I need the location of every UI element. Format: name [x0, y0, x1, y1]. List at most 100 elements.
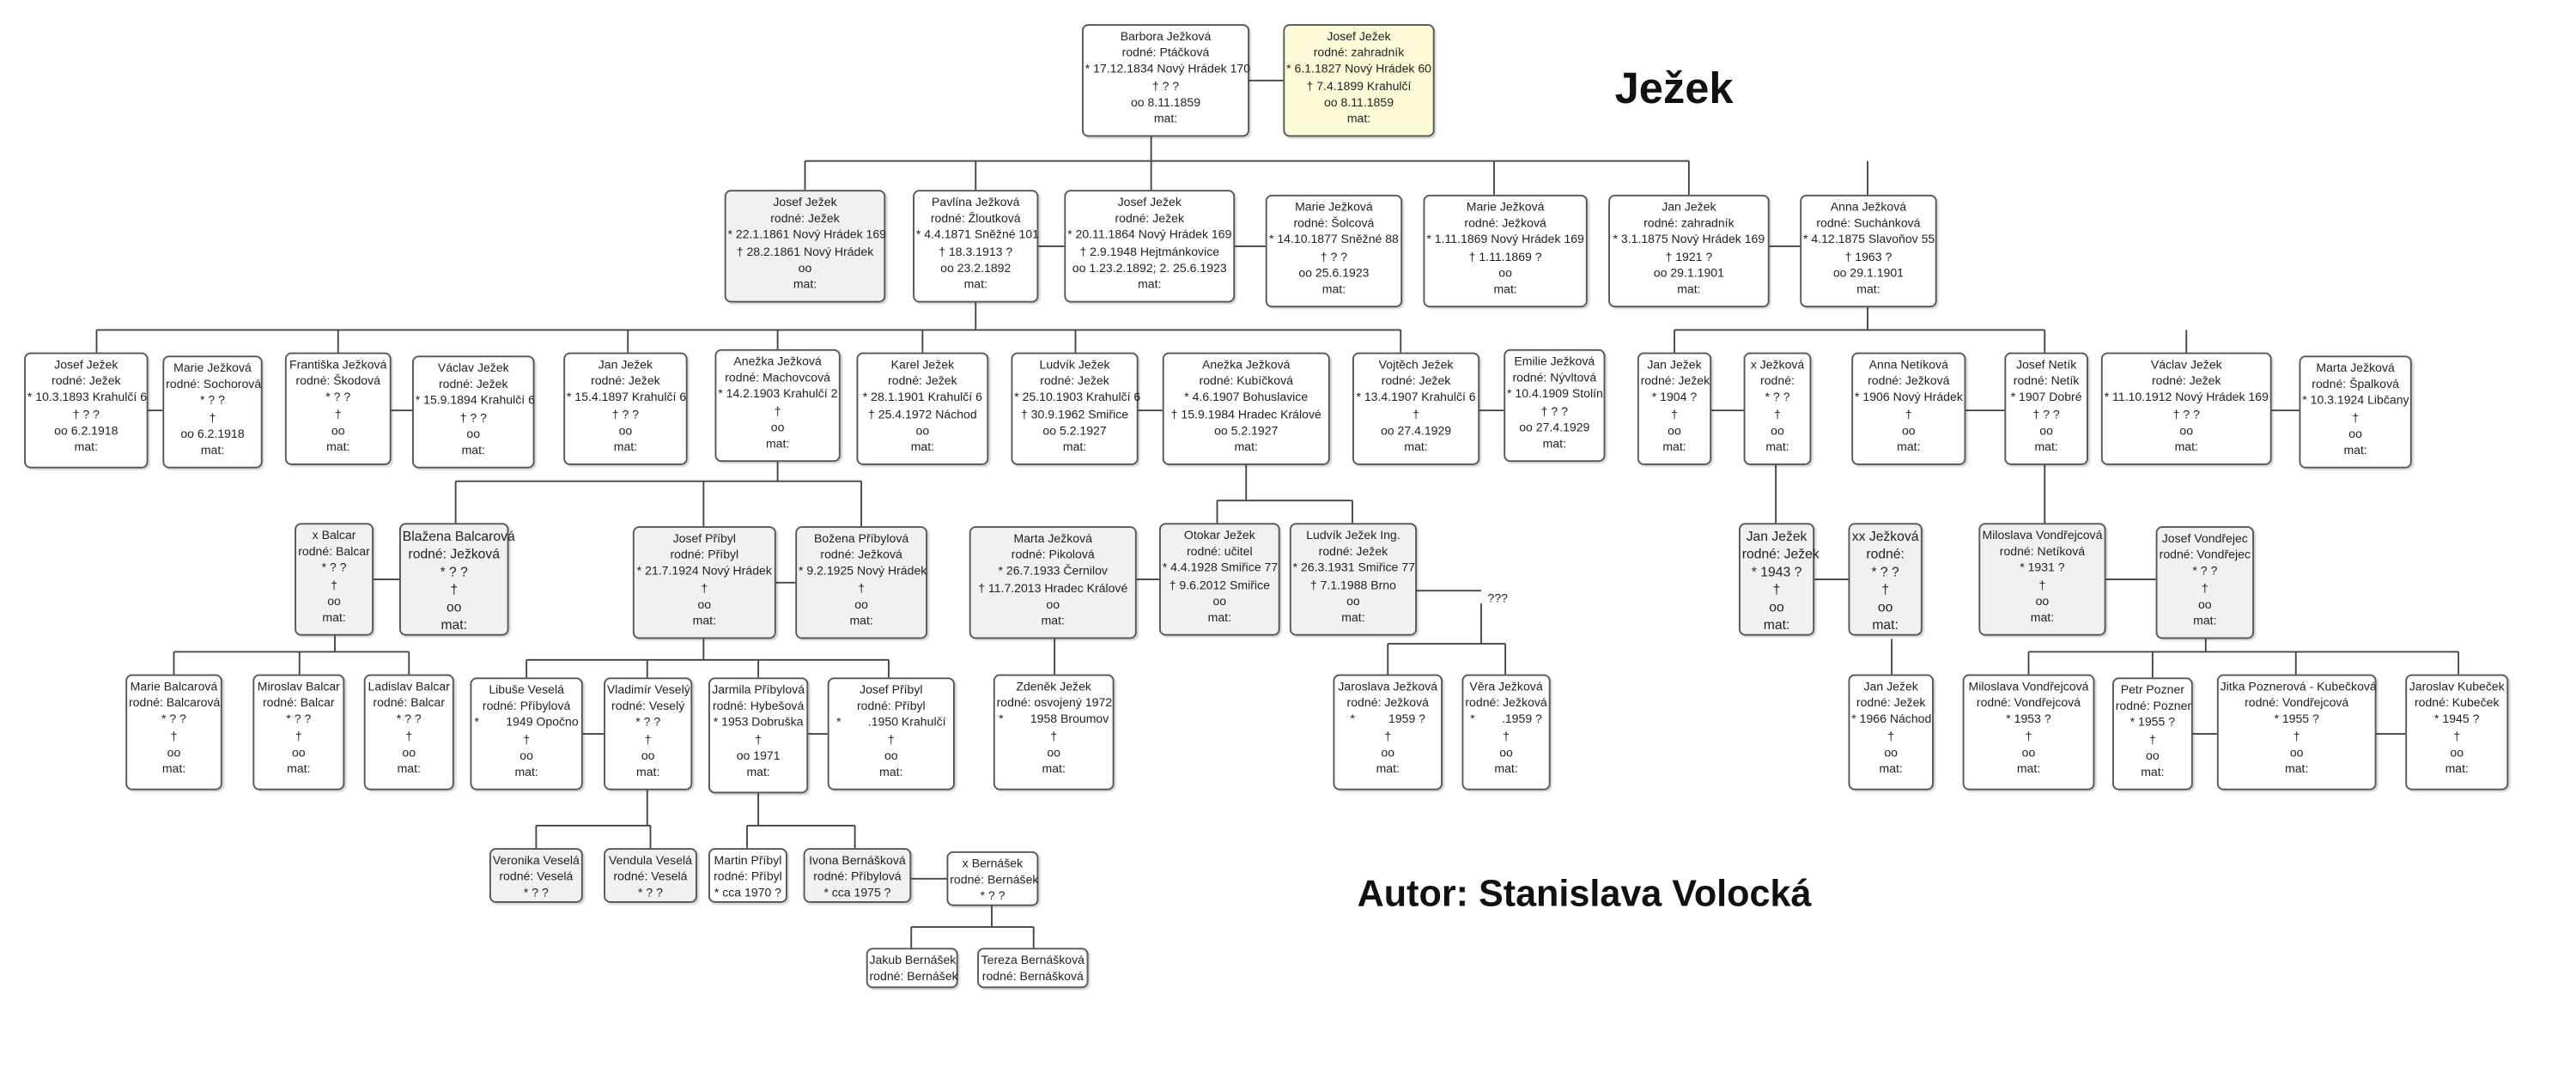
person-detail: * ? ? — [396, 712, 422, 727]
person-name: Vladimír Veselý — [606, 682, 690, 697]
person-detail: oo 6.2.1918 — [54, 422, 118, 438]
person-detail: * 10.3.1924 Libčany — [2302, 393, 2409, 409]
person-detail: mat: — [2285, 760, 2309, 776]
person-name: Tereza Bernášková — [981, 953, 1084, 967]
person-detail: † 18.3.1913 ? — [939, 244, 1013, 259]
person-box[interactable]: Tereza Bernášková rodné: Bernášková — [977, 948, 1089, 989]
person-name: Zdeněk Ježek — [1016, 679, 1091, 694]
person-detail: * 10.3.1893 Krahulčí 6 — [27, 390, 148, 405]
person-detail: * 25.10.1903 Krahulčí 6 — [1014, 390, 1141, 405]
person-detail: * 26.7.1933 Černilov — [998, 564, 1108, 578]
person-detail: oo 5.2.1927 — [1214, 422, 1279, 438]
person-detail: † 28.2.1861 Nový Hrádek — [736, 244, 874, 259]
person-detail: oo — [1769, 598, 1784, 615]
person-detail: rodné: Balcar — [262, 695, 335, 711]
author-caption: Autor: Stanislava Volocká — [1357, 872, 1812, 914]
person-detail: † — [1384, 728, 1392, 743]
person-detail: * 28.1.1901 Krahulčí 6 — [862, 390, 982, 405]
person-detail: rodné: Balcarová — [129, 695, 221, 711]
person-detail: rodné: Kubeček — [2414, 695, 2500, 711]
person-detail: oo — [915, 422, 930, 438]
person-box[interactable]: Ludvík Ježek Ing.rodné: Ježek* 26.3.1931… — [1289, 523, 1417, 636]
person-name: Jan Ježek — [598, 357, 653, 372]
person-detail: oo — [2289, 744, 2304, 760]
person-detail: rodné: Sochorová — [166, 377, 262, 392]
person-name: Věra Ježková — [1469, 679, 1543, 694]
person-detail: mat: — [692, 613, 716, 628]
person-detail: oo — [331, 422, 345, 438]
person-detail: rodné: Ježek — [591, 373, 660, 389]
person-detail: rodné: Ježek — [1640, 373, 1710, 389]
person-detail: mat: — [1042, 760, 1066, 776]
person-detail: * ? ? — [638, 886, 663, 900]
person-detail: † 30.9.1962 Smiřice — [1021, 406, 1129, 421]
person-name: Pavlína Ježková — [932, 194, 1020, 209]
person-detail: rodné: Bernášková — [981, 969, 1084, 984]
person-detail: mat: — [963, 276, 987, 292]
person-name: Emilie Ježková — [1514, 354, 1595, 369]
person-detail: rodné: Ježek — [52, 373, 121, 389]
person-detail: oo — [1901, 422, 1916, 438]
person-detail: * 17.12.1834 Nový Hrádek 170 — [1084, 62, 1251, 76]
person-detail: * 1943 ? — [1751, 563, 1802, 579]
person-detail: rodné: Veselá — [613, 869, 688, 884]
